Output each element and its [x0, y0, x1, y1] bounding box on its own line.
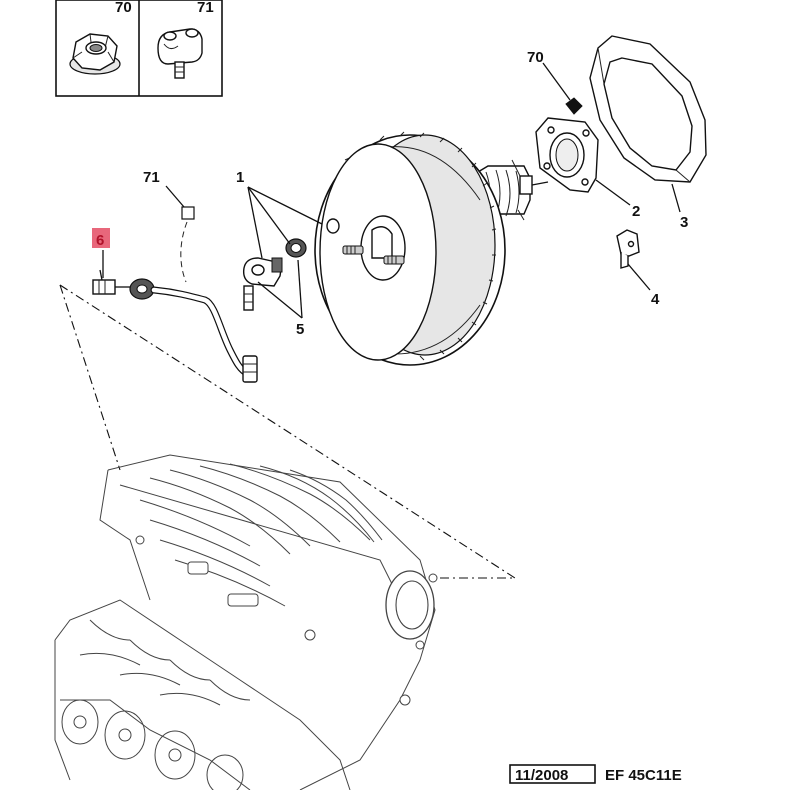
gasket-part-3 [589, 35, 707, 183]
check-valve-grommet [285, 238, 307, 258]
footer-code: EF 45C11E [605, 767, 682, 784]
hose-clip-icon [157, 28, 203, 79]
callout-6: 6 [96, 232, 104, 249]
parts-inset-box: 70 71 [55, 0, 223, 97]
callout-6-highlight: 6 [92, 228, 110, 249]
callout-5: 5 [296, 321, 304, 338]
callout-1: 1 [236, 169, 244, 186]
inset-label-70: 70 [115, 0, 132, 16]
booster-studs [342, 245, 405, 265]
callout-2: 2 [632, 203, 640, 220]
callout-3: 3 [680, 214, 688, 231]
callout-71: 71 [143, 169, 160, 186]
check-valve [242, 257, 283, 311]
mounting-plate-part-2 [535, 117, 599, 193]
footer: 11/2008 EF 45C11E [509, 764, 682, 784]
vacuum-hose-part-6 [92, 269, 258, 383]
nut-icon [69, 33, 121, 75]
callout-70: 70 [527, 49, 544, 66]
brake-booster [314, 131, 549, 366]
assembly-lines [59, 284, 516, 579]
booster-rim-ridges [379, 131, 497, 361]
hose-clip-part-71 [165, 185, 195, 283]
intake-manifold [54, 454, 438, 790]
leader-lines [102, 179, 681, 319]
inset-label-71: 71 [197, 0, 214, 16]
bracket-part-4 [616, 229, 640, 269]
nut-part-70 [542, 62, 583, 115]
callout-4: 4 [651, 291, 660, 308]
highlight-box [92, 228, 110, 248]
footer-date: 11/2008 [515, 767, 568, 784]
